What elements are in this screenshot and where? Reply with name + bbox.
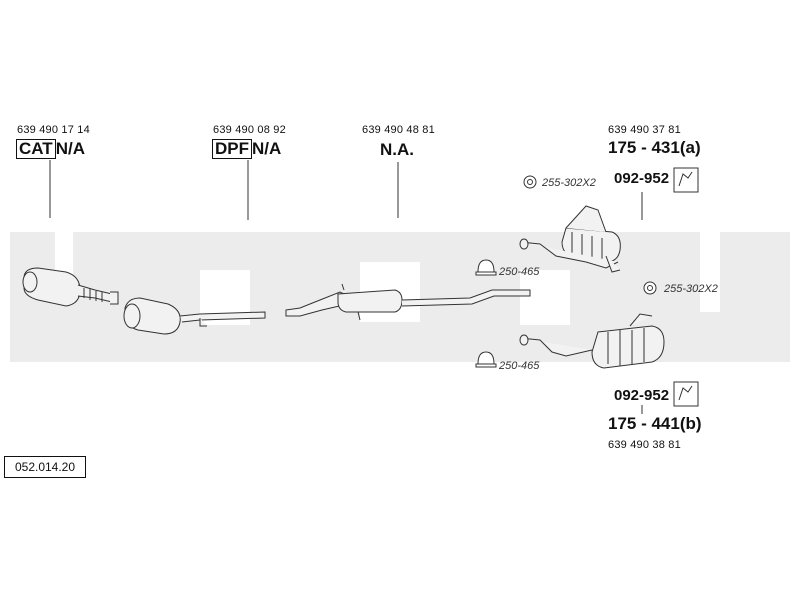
rear-a-ref: 175 - 431(a)	[608, 138, 701, 157]
dpf-part-number: 639 490 08 92	[213, 124, 286, 136]
dpf-code: DPF	[212, 139, 252, 159]
bracket-icon-b	[673, 381, 699, 407]
bracket-icon-a	[673, 167, 699, 193]
rear-b-ref: 175 - 441(b)	[608, 414, 702, 433]
rear-b-part-number: 639 490 38 81	[608, 439, 681, 451]
hanger-icon-top	[523, 175, 537, 189]
rear-b-bracket: 092-952	[614, 387, 670, 404]
hanger-right-label: 255-302X2	[664, 283, 718, 295]
clamp-icon-bottom	[475, 351, 497, 368]
clamp-icon-top	[475, 259, 497, 276]
catalytic-converter[interactable]	[22, 267, 119, 307]
catalog-number: 052.014.20	[4, 456, 86, 478]
centre-silencer-pipe[interactable]	[285, 283, 531, 321]
dpf-status: N/A	[252, 139, 282, 158]
cat-code: CAT	[16, 139, 56, 159]
rear-a-bracket: 092-952	[614, 170, 670, 187]
cat-status: N/A	[55, 139, 85, 158]
clamp-bottom-label: 250-465	[499, 360, 540, 372]
dpf-filter[interactable]	[123, 297, 266, 335]
clamp-top-label: 250-465	[499, 266, 540, 278]
mid-status: N.A.	[380, 140, 414, 159]
hanger-top-label: 255-302X2	[542, 177, 596, 189]
cat-part-number: 639 490 17 14	[17, 124, 90, 136]
rear-a-part-number: 639 490 37 81	[608, 124, 681, 136]
rear-silencer-b[interactable]	[519, 313, 665, 369]
mid-part-number: 639 490 48 81	[362, 124, 435, 136]
rear-silencer-a[interactable]	[519, 205, 621, 273]
hanger-icon-right	[643, 281, 657, 295]
